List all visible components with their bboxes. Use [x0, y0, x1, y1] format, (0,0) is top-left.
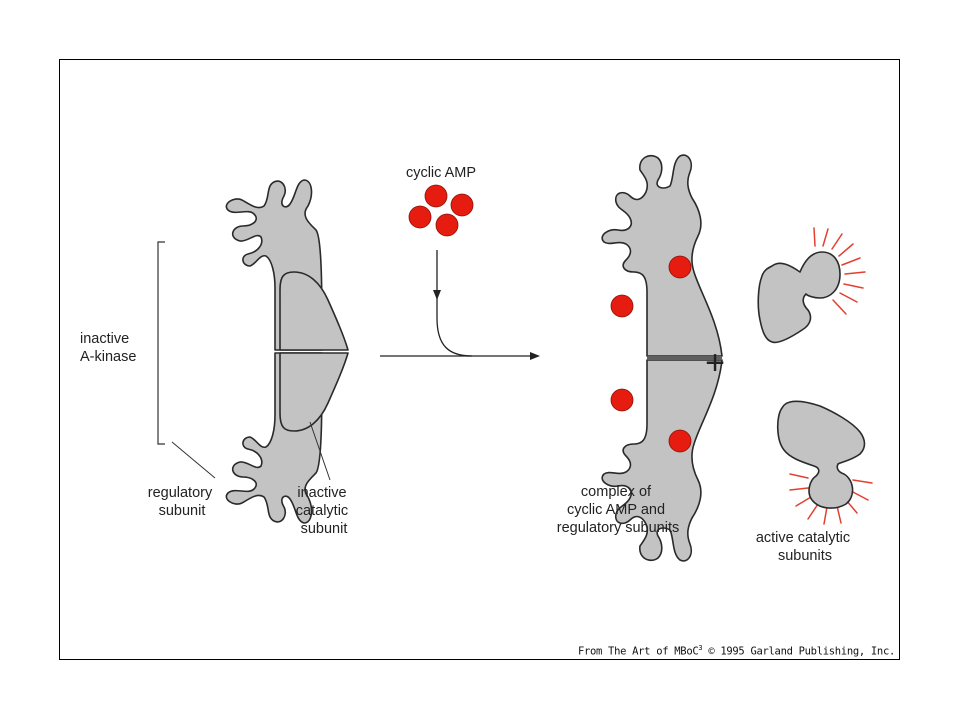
figure-frame: inactive A-kinase regulatory subunit ina…	[59, 59, 900, 660]
label-regulatory-subunit: regulatory subunit	[148, 485, 217, 519]
bound-cyclic-amp	[668, 429, 692, 453]
inactive-a-kinase	[225, 179, 349, 524]
regulatory-subunit-bottom-bound	[601, 359, 723, 562]
pointer-regulatory	[171, 441, 216, 479]
label-complex: complex of cyclic AMP and regulatory sub…	[557, 484, 680, 536]
label-active-catalytic-subunits: active catalytic subunits	[756, 530, 854, 564]
cyclic-amp-molecule	[408, 205, 432, 229]
label-cyclic-amp: cyclic AMP	[406, 165, 476, 181]
a-kinase-bracket	[157, 241, 165, 445]
cyclic-amp-molecule	[435, 213, 459, 237]
credit-superscript: 3	[698, 643, 703, 652]
bound-cyclic-amp	[668, 255, 692, 279]
bound-cyclic-amp	[610, 294, 634, 318]
label-inactive-catalytic-subunit: inactive catalytic subunit	[296, 485, 352, 537]
activity-rays	[813, 227, 866, 315]
plus-sign: +	[705, 344, 725, 382]
active-catalytic-subunit-top	[757, 227, 866, 344]
regulatory-camp-complex	[601, 154, 723, 562]
pointer-catalytic	[309, 421, 331, 481]
catalytic-subunit-bottom	[279, 352, 349, 432]
regulatory-subunit-top-bound	[601, 154, 723, 357]
cyclic-amp-molecule	[424, 184, 448, 208]
active-catalytic-subunit-bottom	[776, 400, 873, 525]
cyclic-amp-molecule	[450, 193, 474, 217]
bound-cyclic-amp	[610, 388, 634, 412]
credit-line: From The Art of MBoC3 © 1995 Garland Pub…	[577, 643, 895, 658]
pka-activation-diagram: inactive A-kinase regulatory subunit ina…	[80, 154, 873, 564]
catalytic-subunit-top	[279, 271, 349, 351]
cyclic-amp-cluster	[408, 184, 474, 237]
reaction-arrow	[380, 250, 540, 360]
label-inactive-a-kinase: inactive A-kinase	[80, 331, 136, 365]
